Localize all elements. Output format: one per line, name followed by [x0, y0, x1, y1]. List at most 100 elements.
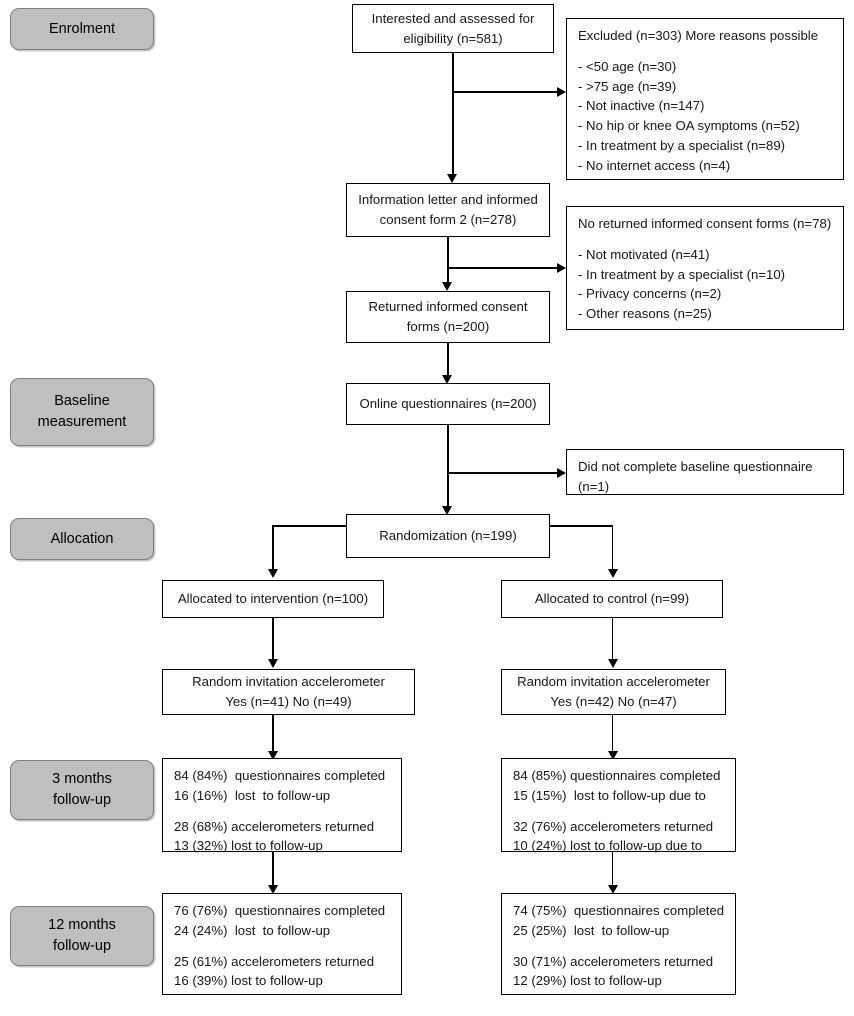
- node-fu3-intervention-line4: 13 (32%) lost to follow-up: [174, 838, 323, 854]
- connector-assessed-to-info: [452, 53, 454, 177]
- arrowhead-control-to-accel: [607, 659, 618, 668]
- node-no-returned-item-1: - Not motivated (n=41): [578, 246, 710, 262]
- node-fu12-control-line1: 74 (75%) questionnaires completed: [513, 903, 725, 918]
- node-did-not-complete-baseline-line1: Did not complete baseline questionnaire: [578, 459, 813, 474]
- node-fu12-intervention-line4: 16 (39%) lost to follow-up: [174, 973, 323, 989]
- arrowhead-returned-to-online: [442, 375, 453, 384]
- stage-label-allocation: Allocation: [10, 518, 154, 560]
- node-fu3-control-line2: 15 (15%) lost to follow-up due to: [513, 787, 706, 803]
- node-excluded-item-2: - >75 age (n=39): [578, 78, 677, 94]
- node-excluded-item-5: - In treatment by a specialist (n=89): [578, 137, 786, 153]
- node-randomization-line1: Randomization (n=199): [379, 528, 517, 544]
- stage-label-12-months-line1: 12 months: [48, 917, 116, 934]
- node-interested-assessed: Interested and assessed for eligibility …: [352, 4, 554, 53]
- spacer: [174, 806, 392, 817]
- node-fu3-control-line3: 32 (76%) accelerometers returned: [513, 818, 714, 834]
- connector-assessed-to-excluded: [452, 91, 558, 93]
- spacer: [513, 806, 726, 817]
- stage-label-baseline-line2: measurement: [37, 414, 127, 430]
- node-information-letter: Information letter and informed consent …: [346, 183, 550, 237]
- arrowhead-info-to-no-returned: [557, 263, 566, 274]
- node-randomization: Randomization (n=199): [346, 514, 550, 558]
- arrowhead-intervention-to-accel: [268, 659, 279, 668]
- connector-randomization-left: [273, 525, 347, 527]
- stage-label-3-months-line1: 3 months: [52, 771, 112, 788]
- node-followup-3-months-control: 84 (85%) questionnaires completed 15 (15…: [501, 758, 736, 853]
- node-followup-12-months-control: 74 (75%) questionnaires completed 25 (25…: [501, 893, 736, 995]
- node-fu3-intervention-line2: 16 (16%) lost to follow-up: [174, 787, 331, 803]
- connector-randomization-left-down: [272, 525, 274, 572]
- node-returned-consent-line2: forms (n=200): [406, 319, 490, 334]
- stage-label-allocation-text: Allocation: [50, 530, 114, 547]
- node-followup-12-months-intervention: 76 (76%) questionnaires completed 24 (24…: [162, 893, 402, 995]
- node-allocated-to-intervention: Allocated to intervention (n=100): [162, 580, 384, 618]
- connector-info-to-no-returned: [447, 267, 558, 269]
- node-no-returned-consent: No returned informed consent forms (n=78…: [566, 206, 844, 330]
- stage-label-enrolment-text: Enrolment: [48, 20, 116, 37]
- arrowhead-accel-intervention-to-fu3: [268, 751, 279, 760]
- arrowhead-randomization-to-intervention: [268, 569, 279, 578]
- node-excluded: Excluded (n=303) More reasons possible -…: [566, 18, 844, 180]
- node-did-not-complete-baseline: Did not complete baseline questionnaire …: [566, 449, 844, 495]
- node-information-letter-line1: Information letter and informed: [358, 192, 538, 208]
- node-accel-intervention-line1: Random invitation accelerometer: [192, 674, 385, 690]
- spacer: [578, 46, 834, 57]
- node-followup-3-months-intervention: 84 (84%) questionnaires completed 16 (16…: [162, 758, 402, 853]
- node-excluded-item-1: - <50 age (n=30): [578, 58, 677, 74]
- arrowhead-fu3-control-to-fu12: [607, 885, 618, 894]
- node-fu12-intervention-line2: 24 (24%) lost to follow-up: [174, 922, 331, 938]
- stage-label-3-months-line2: follow-up: [52, 792, 112, 808]
- node-fu3-control-line4: 10 (24%) lost to follow-up due to: [513, 838, 703, 854]
- node-interested-assessed-line2: eligibility (n=581): [403, 30, 503, 46]
- node-accel-control-line2: Yes (n=42) No (n=47): [550, 694, 677, 709]
- node-fu3-intervention-line3: 28 (68%) accelerometers returned: [174, 818, 375, 834]
- connector-online-to-randomization: [447, 425, 449, 510]
- node-fu3-control-line1: 84 (85%) questionnaires completed: [513, 768, 721, 783]
- stage-label-enrolment: Enrolment: [10, 8, 154, 50]
- spacer: [513, 941, 726, 952]
- node-allocated-control-line1: Allocated to control (n=99): [534, 591, 690, 607]
- arrowhead-info-to-returned: [442, 282, 453, 291]
- node-no-returned-item-3: - Privacy concerns (n=2): [578, 286, 722, 302]
- node-fu12-control-line2: 25 (25%) lost to follow-up: [513, 922, 670, 938]
- stage-label-baseline-line1: Baseline: [54, 393, 110, 410]
- node-excluded-item-6: - No internet access (n=4): [578, 157, 731, 173]
- node-no-returned-item-4: - Other reasons (n=25): [578, 306, 712, 322]
- node-accel-control-line1: Random invitation accelerometer: [517, 674, 710, 690]
- node-did-not-complete-baseline-line2: (n=1): [578, 478, 610, 494]
- node-fu12-control-line4: 12 (29%) lost to follow-up: [513, 973, 662, 989]
- arrowhead-accel-control-to-fu3: [607, 751, 618, 760]
- node-no-returned-heading: No returned informed consent forms (n=78…: [578, 216, 832, 231]
- node-fu12-intervention-line3: 25 (61%) accelerometers returned: [174, 953, 375, 969]
- arrowhead-assessed-to-excluded: [557, 87, 566, 98]
- arrowhead-online-to-randomization: [442, 506, 453, 515]
- stage-label-12-months-follow-up: 12 months follow-up: [10, 906, 154, 966]
- arrowhead-assessed-to-info: [447, 174, 458, 183]
- node-excluded-heading: Excluded (n=303) More reasons possible: [578, 28, 819, 43]
- connector-intervention-to-accel: [272, 618, 274, 662]
- node-allocated-intervention-line1: Allocated to intervention (n=100): [177, 591, 369, 607]
- node-accelerometer-invitation-intervention: Random invitation accelerometer Yes (n=4…: [162, 669, 415, 715]
- node-returned-consent-line1: Returned informed consent: [368, 299, 528, 315]
- arrowhead-online-to-no-baseline: [557, 468, 566, 479]
- arrowhead-randomization-to-control: [607, 569, 618, 578]
- connector-fu3-intervention-to-fu12: [272, 852, 274, 888]
- node-information-letter-line2: consent form 2 (n=278): [379, 212, 517, 227]
- connector-online-to-no-baseline: [447, 472, 558, 474]
- node-returned-consent-forms: Returned informed consent forms (n=200): [346, 291, 550, 343]
- node-excluded-item-4: - No hip or knee OA symptoms (n=52): [578, 118, 800, 134]
- node-online-questionnaires-line1: Online questionnaires (n=200): [359, 396, 537, 412]
- arrowhead-fu3-intervention-to-fu12: [268, 885, 279, 894]
- node-fu3-intervention-line1: 84 (84%) questionnaires completed: [174, 768, 386, 783]
- spacer: [578, 234, 834, 245]
- connector-returned-to-online: [447, 343, 449, 380]
- node-interested-assessed-line1: Interested and assessed for: [371, 10, 535, 26]
- connector-info-to-returned: [447, 237, 449, 285]
- spacer: [174, 941, 392, 952]
- connector-randomization-right-down: [611, 525, 614, 572]
- stage-label-3-months-follow-up: 3 months follow-up: [10, 760, 154, 820]
- node-accelerometer-invitation-control: Random invitation accelerometer Yes (n=4…: [501, 669, 726, 715]
- node-online-questionnaires: Online questionnaires (n=200): [346, 383, 550, 425]
- node-fu12-intervention-line1: 76 (76%) questionnaires completed: [174, 903, 386, 918]
